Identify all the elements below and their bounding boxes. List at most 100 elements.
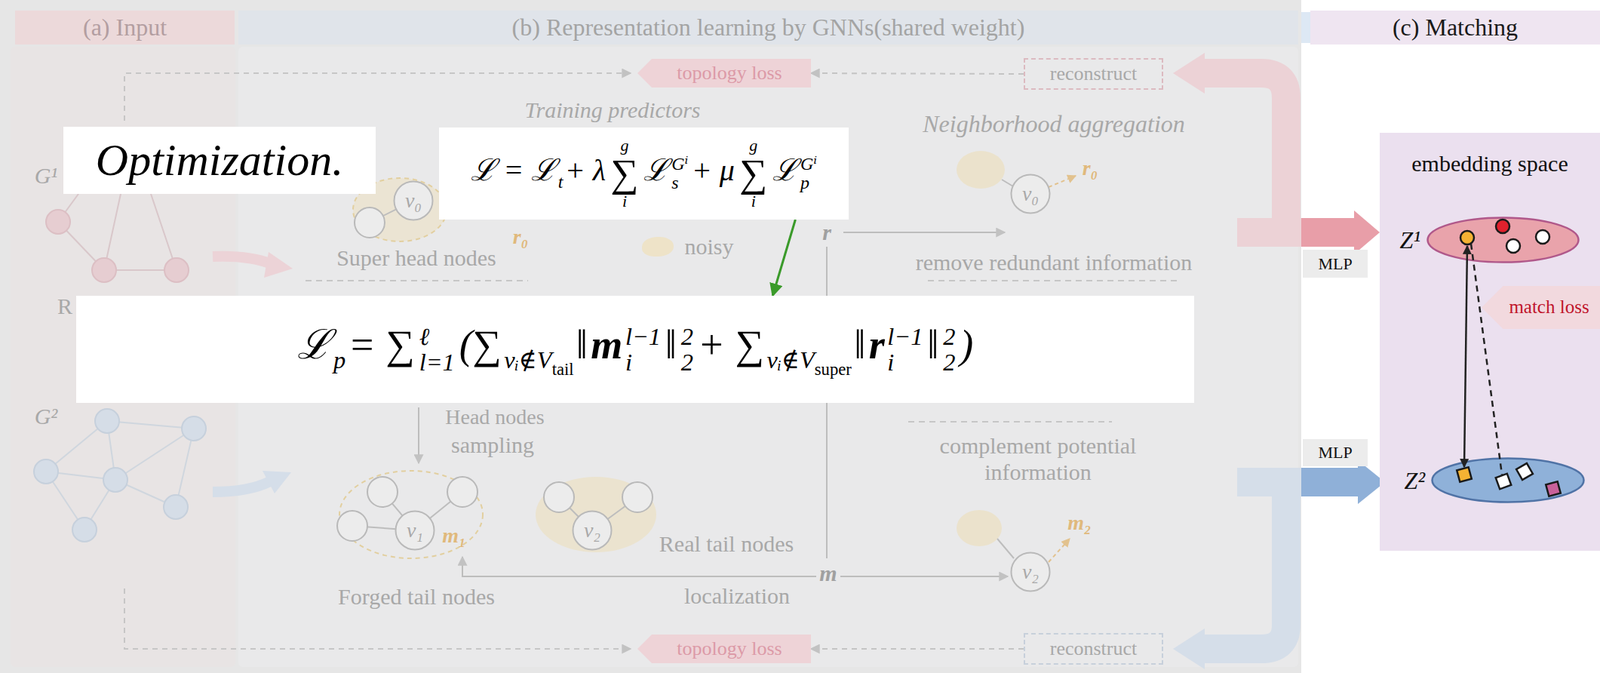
faded-ground <box>0 0 1302 673</box>
math-symbol: m <box>589 322 624 368</box>
annotation: sampling <box>451 432 535 459</box>
vector-symbol: m₁ <box>442 523 467 548</box>
sum-operator: g∑i <box>611 137 639 210</box>
vector-symbol: r₀ <box>512 224 529 249</box>
math-symbol: ℓ <box>419 323 455 350</box>
math-symbol: ‖ <box>663 322 680 368</box>
circle-shape <box>394 181 434 221</box>
math-symbol: tail <box>552 359 575 379</box>
script-stack: l−1i <box>887 323 923 375</box>
vector-symbol: r <box>822 219 832 246</box>
title-box: Optimization. <box>63 126 376 194</box>
graph-vertex <box>163 494 188 520</box>
connector <box>772 219 796 296</box>
graph-vertex <box>337 510 368 541</box>
annotation: localization <box>684 583 790 610</box>
input-arrow <box>212 256 272 265</box>
embedding-panel-label: embedding space <box>1379 150 1600 178</box>
annotation: Head nodes <box>445 405 544 430</box>
math-symbol: g <box>749 137 758 154</box>
graph-vertex <box>543 482 575 513</box>
embedding-point <box>1495 219 1510 234</box>
graph-vertex <box>72 517 97 542</box>
math-symbol: 2 <box>681 349 694 375</box>
graph-node: v₀ <box>393 180 434 222</box>
script-stack: 22 <box>942 323 956 375</box>
graph-node-label: v₂ <box>1022 559 1039 584</box>
tail-region <box>535 476 657 553</box>
graph-node: v₂ <box>1010 551 1051 593</box>
legend-swatch <box>641 236 674 257</box>
formula: ℒp= ∑ℓl=1(∑vᵢ∉Vtail‖ml−1i‖22+ ∑vᵢ∉Vsuper… <box>294 323 977 375</box>
annotation: Super head nodes <box>336 245 497 272</box>
mlp-box: MLP <box>1302 249 1368 278</box>
math-symbol: (∑ <box>456 322 504 368</box>
ellipse-shape <box>1432 458 1585 503</box>
mlp-box-label: MLP <box>1317 254 1352 274</box>
thick-arrow <box>1354 210 1380 255</box>
circle-shape <box>1011 552 1051 592</box>
legend-label: noisy <box>684 233 734 261</box>
math-symbol: ‖ <box>924 322 942 368</box>
annotation: Real tail nodes <box>659 531 794 558</box>
math-symbol: ‖ <box>851 322 869 368</box>
math-symbol: i <box>622 193 627 210</box>
panel-header-label: (c) Matching <box>1392 13 1518 42</box>
math-symbol: l=1 <box>419 349 455 375</box>
math-symbol: l−1 <box>625 323 661 350</box>
noise-blob <box>956 150 1005 189</box>
flow-arrow <box>1048 175 1076 188</box>
process-box: reconstruct <box>1023 632 1164 665</box>
math-symbol: ℒ = ℒ <box>469 153 559 188</box>
math-symbol: ) <box>957 322 976 368</box>
graph-edge <box>1001 179 1014 187</box>
math-symbol: p <box>800 173 817 193</box>
math-symbol: i <box>625 349 661 375</box>
annotation: complement potential information <box>924 433 1152 486</box>
panel-header: (a) Input <box>15 10 235 45</box>
graph-node-label: v₀ <box>405 188 422 213</box>
embedding-point <box>1506 239 1521 253</box>
annotation: remove redundant information <box>915 249 1193 277</box>
math-symbol: i <box>751 193 756 210</box>
graph-vertex <box>46 209 71 234</box>
circle-shape <box>1011 175 1051 214</box>
math-symbol: ‖ <box>574 322 591 368</box>
loss-tag-label: topology loss <box>676 61 782 85</box>
embedding-point <box>1535 230 1550 244</box>
math-symbol: super <box>814 359 852 379</box>
mlp-box: MLP <box>1302 439 1368 467</box>
graph-name: G¹ <box>34 162 59 190</box>
math-symbol: Gⁱ <box>671 154 688 174</box>
graph-vertex <box>164 257 189 283</box>
sum-operator: g∑i <box>739 137 768 210</box>
flow-arrow <box>417 407 420 464</box>
graph-node-label: v₁ <box>406 518 424 543</box>
math-symbol: ℒ <box>641 153 671 188</box>
math-symbol: vᵢ∉V <box>767 346 815 374</box>
tag-shape <box>637 634 811 664</box>
script-stack: Gⁱp <box>800 154 817 193</box>
script-stack: 22 <box>681 323 694 375</box>
formula: ℒ = ℒt+ λg∑iℒGⁱs+ μg∑iℒGⁱp <box>469 137 819 210</box>
math-symbol: vᵢ∉V <box>503 346 552 374</box>
math-symbol: t <box>558 171 564 192</box>
math-symbol: + μ <box>689 153 737 188</box>
embedding-ellipse: Z² <box>1431 457 1585 504</box>
flow-arrow <box>462 556 817 577</box>
input-arrow <box>262 470 292 494</box>
annotation: Forged tail nodes <box>337 583 495 611</box>
circle-shape <box>573 511 612 550</box>
graph-vertex <box>103 467 128 492</box>
embedding-point <box>1516 463 1533 480</box>
panel-header: (b) Representation learning by GNNs(shar… <box>238 10 1299 45</box>
noise-blob <box>956 509 1002 547</box>
connector <box>810 647 1024 650</box>
graph-edges <box>46 420 194 530</box>
embedding-ellipse-outline <box>1426 216 1580 264</box>
graph-node: v₀ <box>1010 173 1051 215</box>
loss-tag-label: topology loss <box>676 637 782 661</box>
embedding-point <box>1545 481 1561 497</box>
section-title: Neighborhood aggregation <box>922 110 1186 139</box>
graph-vertex <box>447 476 478 507</box>
